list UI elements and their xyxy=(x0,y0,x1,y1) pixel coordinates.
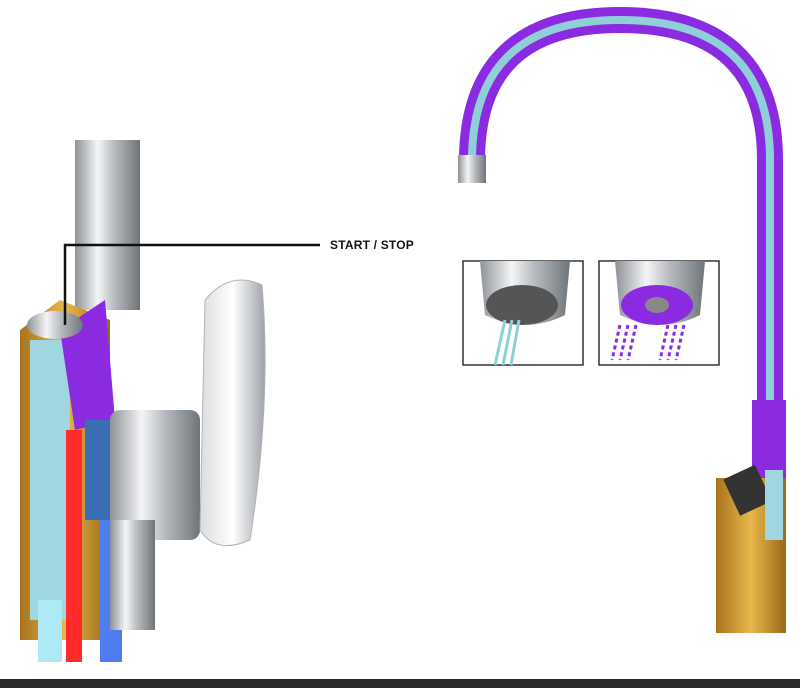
mixer-faucet-cutaway xyxy=(20,140,266,662)
lever-handle[interactable] xyxy=(199,279,266,547)
callout-line xyxy=(63,243,320,325)
filtered-water-pipe xyxy=(38,600,62,662)
inset-filtered-spray xyxy=(598,260,720,366)
lever-housing xyxy=(110,410,200,540)
hot-water-pipe xyxy=(66,430,82,662)
faucet-spout-column xyxy=(75,140,140,310)
inset-normal-stream xyxy=(462,260,584,366)
start-stop-label: START / STOP xyxy=(330,238,414,252)
gooseneck-faucet-cutaway xyxy=(458,6,786,633)
start-stop-button[interactable] xyxy=(27,311,83,339)
aerator-stream-icon xyxy=(486,285,558,325)
diverter-button[interactable] xyxy=(723,464,772,516)
base-filtered-pipe xyxy=(765,470,783,540)
neck-channel xyxy=(752,400,786,480)
spout-aerator xyxy=(458,155,486,183)
gooseneck-filtered-pipe xyxy=(467,15,774,410)
bottom-bar xyxy=(0,679,800,688)
filtered-water-chamber xyxy=(30,340,70,620)
faucet-base xyxy=(110,520,155,630)
